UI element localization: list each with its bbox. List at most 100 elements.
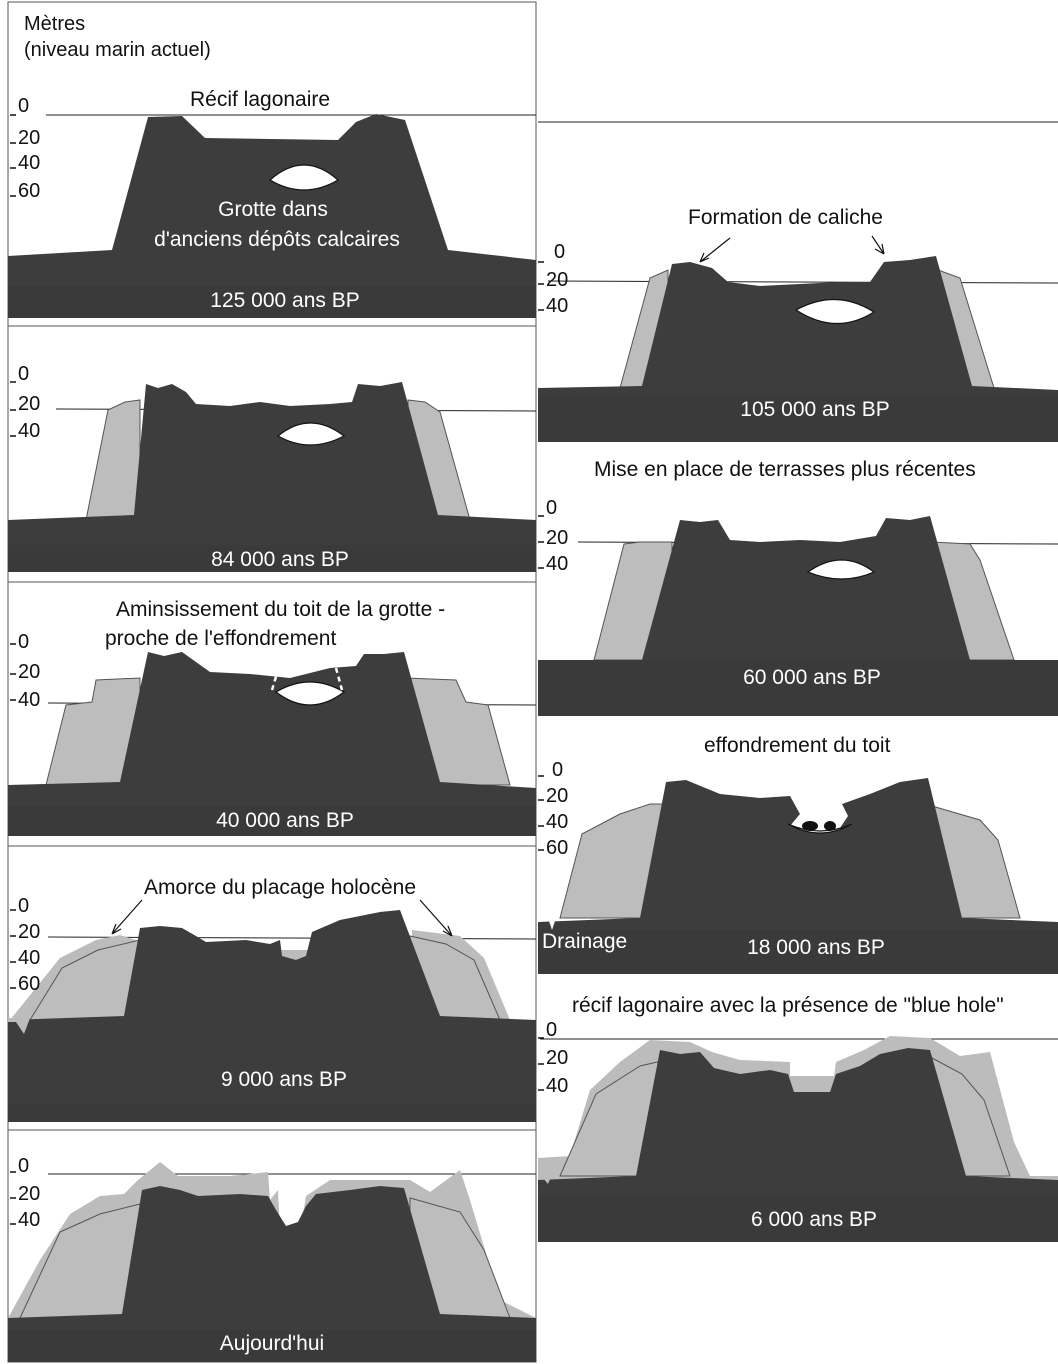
holocene-veneer-bottom xyxy=(538,1160,558,1184)
depth-scale: 0 20 40 xyxy=(538,1019,568,1097)
svg-text:40: 40 xyxy=(546,295,568,317)
svg-text:0: 0 xyxy=(18,895,29,917)
depth-scale: 0 20 40 xyxy=(10,363,40,442)
reef-platform xyxy=(8,1186,536,1362)
svg-text:0: 0 xyxy=(18,95,29,117)
cave xyxy=(794,298,876,325)
svg-text:40: 40 xyxy=(18,152,40,174)
panel-125000: Mètres (niveau marin actuel) Récif lagon… xyxy=(8,13,536,318)
svg-text:0: 0 xyxy=(546,1019,557,1041)
date-band xyxy=(538,660,1058,716)
svg-text:40: 40 xyxy=(18,1209,40,1231)
unit-label: Mètres xyxy=(24,13,85,35)
date-band xyxy=(8,1330,536,1362)
date-label: 9 000 ans BP xyxy=(221,1068,347,1091)
unit-sublabel: (niveau marin actuel) xyxy=(24,39,211,61)
cave-label-2: d'anciens dépôts calcaires xyxy=(154,228,400,251)
panel-40000: Aminsissement du toit de la grotte - pro… xyxy=(8,598,537,836)
svg-text:20: 20 xyxy=(18,661,40,683)
panel-60000: Mise en place de terrasses plus récentes… xyxy=(538,458,1058,716)
svg-text:40: 40 xyxy=(18,689,40,711)
pointer-arrow-right xyxy=(419,899,453,937)
depth-scale: 0 20 40 xyxy=(538,241,568,317)
panel-title: Amorce du placage holocène xyxy=(144,876,416,899)
panel-title-2: proche de l'effondrement xyxy=(105,627,336,650)
svg-text:60: 60 xyxy=(18,973,40,995)
collapse-outline xyxy=(270,667,344,691)
depth-scale: 0 20 40 60 xyxy=(10,95,40,202)
svg-text:20: 20 xyxy=(18,1183,40,1205)
reef-platform xyxy=(538,1048,1058,1242)
date-band xyxy=(8,1104,536,1122)
pointer-arrow-left xyxy=(699,237,731,263)
cave xyxy=(274,681,346,706)
panel-title: effondrement du toit xyxy=(704,734,891,757)
svg-text:20: 20 xyxy=(18,921,40,943)
svg-text:0: 0 xyxy=(554,241,565,263)
panel-title: récif lagonaire avec la présence de "blu… xyxy=(572,994,1004,1017)
date-band xyxy=(538,930,1058,974)
panel-title: Mise en place de terrasses plus récentes xyxy=(594,458,976,481)
date-band xyxy=(8,806,536,836)
date-band xyxy=(8,545,536,572)
panel-84000: 84 000 ans BP 0 20 40 xyxy=(8,363,537,572)
svg-text:20: 20 xyxy=(546,527,568,549)
rubble-block xyxy=(802,821,818,831)
panel-title-1: Aminsissement du toit de la grotte - xyxy=(116,598,445,621)
depth-scale: 0 20 40 xyxy=(538,497,568,575)
date-label: 84 000 ans BP xyxy=(211,548,349,571)
depth-scale: 0 20 40 60 xyxy=(538,759,568,859)
depth-scale: 0 20 40 xyxy=(10,1155,40,1231)
terrace-left xyxy=(85,399,141,521)
svg-text:40: 40 xyxy=(546,553,568,575)
drainage-label: Drainage xyxy=(542,930,627,953)
date-band xyxy=(538,396,1058,442)
rubble-block xyxy=(824,821,836,831)
svg-text:40: 40 xyxy=(18,947,40,969)
reef-platform xyxy=(538,778,1058,974)
holocene-veneer-bottom xyxy=(8,1018,30,1034)
svg-text:20: 20 xyxy=(18,127,40,149)
date-band xyxy=(8,286,536,318)
svg-text:40: 40 xyxy=(546,1075,568,1097)
date-band xyxy=(538,1196,1058,1242)
date-label: 6 000 ans BP xyxy=(751,1208,877,1231)
sea-level-line xyxy=(547,280,1058,284)
depth-scale: 0 20 40 xyxy=(10,631,40,711)
svg-text:0: 0 xyxy=(18,1155,29,1177)
svg-text:0: 0 xyxy=(18,631,29,653)
reef-platform xyxy=(8,382,536,572)
date-label: 40 000 ans BP xyxy=(216,809,354,832)
depth-scale: 0 20 40 60 xyxy=(10,895,40,995)
cave-label-1: Grotte dans xyxy=(218,198,328,221)
svg-text:60: 60 xyxy=(546,837,568,859)
panel-title: Récif lagonaire xyxy=(190,88,330,111)
panel-6000: récif lagonaire avec la présence de "blu… xyxy=(538,994,1058,1242)
date-label: Aujourd'hui xyxy=(220,1332,324,1355)
svg-text:0: 0 xyxy=(18,363,29,385)
pointer-arrow-left xyxy=(111,899,143,935)
panel-105000: Formation de caliche 105 000 ans BP 0 20… xyxy=(538,206,1058,442)
date-label: 18 000 ans BP xyxy=(747,936,885,959)
svg-text:20: 20 xyxy=(546,269,568,291)
panel-title: Formation de caliche xyxy=(688,206,883,229)
svg-text:60: 60 xyxy=(18,180,40,202)
reef-platform xyxy=(8,652,536,836)
panel-18000: effondrement du toit Drainage 18 000 ans… xyxy=(538,734,1058,974)
cave xyxy=(276,422,346,446)
reef-platform xyxy=(8,114,536,318)
svg-text:20: 20 xyxy=(18,393,40,415)
cave xyxy=(806,559,876,580)
svg-text:0: 0 xyxy=(552,759,563,781)
svg-text:20: 20 xyxy=(546,1047,568,1069)
reef-platform xyxy=(538,256,1058,442)
date-label: 105 000 ans BP xyxy=(740,398,889,421)
date-label: 125 000 ans BP xyxy=(210,289,359,312)
cave xyxy=(268,164,340,191)
svg-text:40: 40 xyxy=(18,420,40,442)
reef-platform xyxy=(8,910,536,1122)
panel-9000: Amorce du placage holocène 9 000 ans BP … xyxy=(8,876,537,1122)
svg-text:20: 20 xyxy=(546,785,568,807)
svg-text:40: 40 xyxy=(546,811,568,833)
